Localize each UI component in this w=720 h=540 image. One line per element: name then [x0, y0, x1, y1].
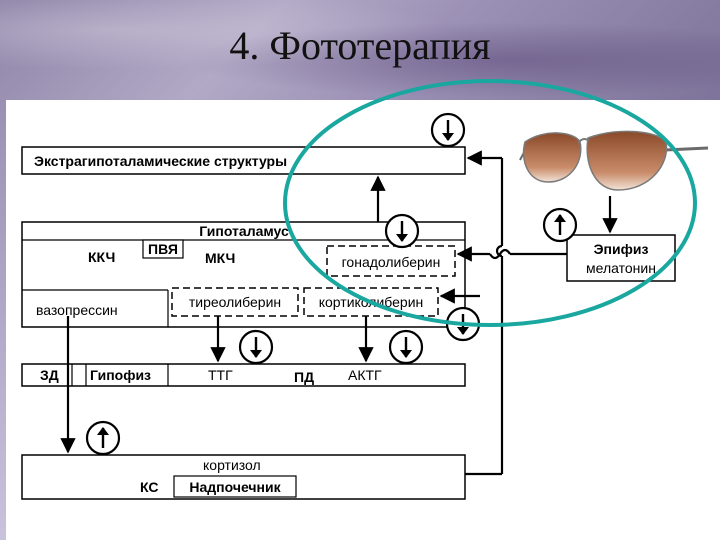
ks-label: КС [140, 479, 158, 495]
zd-label: ЗД [40, 367, 59, 383]
kkch-label: ККЧ [88, 249, 115, 265]
gonadoliberin-box [326, 245, 456, 277]
tireoliberin-label: тиреолиберин [189, 294, 281, 310]
hypothalamus-label: Гипоталамус [199, 223, 289, 239]
adrenal-label: Надпочечник [189, 479, 281, 495]
extrahypothalamic-label: Экстрагипоталамические структуры [34, 153, 287, 169]
hypophysis-box [21, 363, 466, 387]
pvya-label: ПВЯ [148, 241, 178, 257]
mkch-label: МКЧ [205, 250, 235, 266]
slide-left-border [0, 100, 6, 540]
gonadoliberin-label: гонадолиберин [342, 254, 441, 270]
aktg-label: АКТГ [348, 367, 382, 383]
hypophysis-label: Гипофиз [90, 367, 151, 383]
slide-title: 4. Фототерапия [229, 23, 491, 68]
down-arrow-circle-icon [388, 329, 424, 365]
down-arrow-circle-icon [430, 112, 466, 148]
ttg-label: ТТГ [208, 367, 233, 383]
up-arrow-circle-icon [85, 420, 121, 456]
cortisol-label: кортизол [203, 457, 261, 473]
slide-header-background [0, 0, 720, 100]
highlight-ellipse [283, 79, 697, 327]
down-arrow-circle-icon [238, 329, 274, 365]
epiphysis-label: Эпифиз [594, 241, 649, 257]
down-arrow-circle-icon [384, 213, 420, 249]
pd-label: ПД [294, 369, 314, 385]
extrahypothalamic-box [21, 146, 466, 175]
sunglasses-icon [519, 130, 709, 191]
tireoliberin-box [171, 287, 299, 317]
melatonin-label: мелатонин [586, 260, 656, 276]
vasopressin-label: вазопрессин [36, 302, 118, 318]
up-arrow-circle-icon [542, 207, 578, 243]
